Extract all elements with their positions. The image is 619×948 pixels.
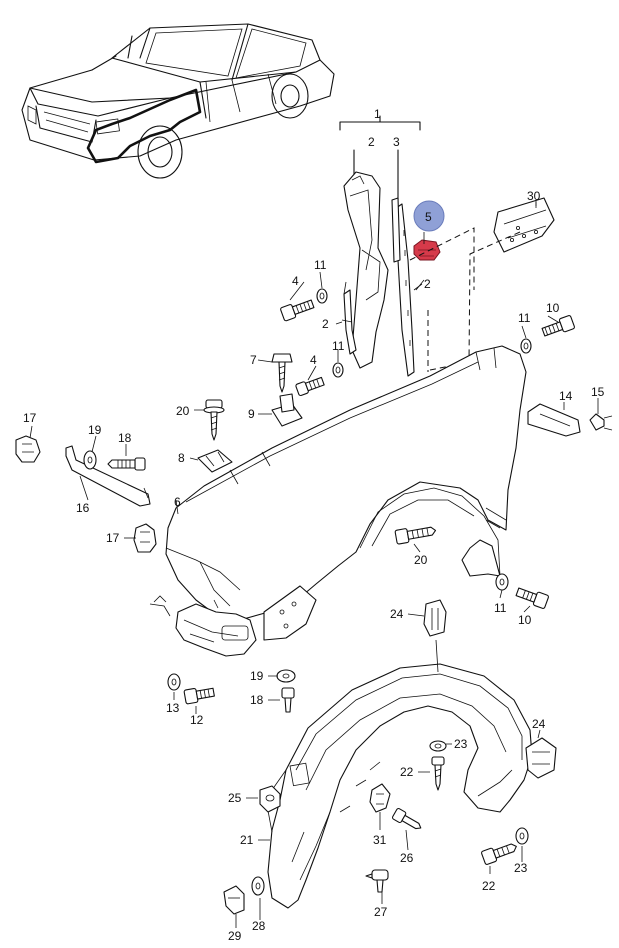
callout-23: 23 <box>514 861 528 875</box>
callout-18: 18 <box>118 431 132 445</box>
callout-12: 12 <box>190 713 204 727</box>
callout-5: 5 <box>425 210 432 224</box>
callout-31: 31 <box>373 833 387 847</box>
callout-18: 18 <box>250 693 264 707</box>
callout-1: 1 <box>374 107 381 121</box>
callout-20: 20 <box>414 553 428 567</box>
callout-24: 24 <box>532 717 546 731</box>
callout-30: 30 <box>527 189 541 203</box>
callout-23: 23 <box>454 737 468 751</box>
callout-6: 6 <box>174 495 181 509</box>
car-overview-illustration <box>21 23 335 179</box>
callout-17: 17 <box>23 411 37 425</box>
callout-20: 20 <box>176 404 190 418</box>
callout-22: 22 <box>400 765 414 779</box>
fasteners <box>83 288 613 915</box>
wheel-housing-liner-21 <box>265 663 533 909</box>
callout-labels: 1 2 3 5 30 11 4 2 2 10 11 11 7 4 20 9 14… <box>23 107 605 943</box>
bracket-assembly <box>335 115 423 377</box>
callout-17: 17 <box>106 531 120 545</box>
callout-11: 11 <box>314 258 327 272</box>
callout-25: 25 <box>228 791 242 805</box>
callout-2: 2 <box>368 135 375 149</box>
fender-part-6 <box>165 227 527 621</box>
callout-28: 28 <box>252 919 266 933</box>
callout-24: 24 <box>390 607 404 621</box>
callout-8: 8 <box>178 451 185 465</box>
callout-11: 11 <box>518 311 531 325</box>
callout-10: 10 <box>546 301 560 315</box>
callout-4: 4 <box>310 353 317 367</box>
part-5-clip <box>413 239 441 261</box>
callout-29: 29 <box>228 929 242 943</box>
callout-16: 16 <box>76 501 90 515</box>
callout-2: 2 <box>322 317 329 331</box>
callout-21: 21 <box>240 833 254 847</box>
callout-10: 10 <box>518 613 532 627</box>
callout-22: 22 <box>482 879 496 893</box>
callout-27: 27 <box>374 905 388 919</box>
callout-11: 11 <box>494 601 507 615</box>
callout-7: 7 <box>250 353 257 367</box>
callout-5-highlight <box>413 200 445 232</box>
callout-9: 9 <box>248 407 255 421</box>
front-lower-bracket <box>149 585 317 657</box>
part-30-bracket <box>493 197 555 253</box>
callout-15: 15 <box>591 385 605 399</box>
callout-3: 3 <box>393 135 400 149</box>
callout-13: 13 <box>166 701 180 715</box>
callout-4: 4 <box>292 274 299 288</box>
callout-19: 19 <box>88 423 102 437</box>
leader-lines <box>29 202 599 928</box>
callout-19: 19 <box>250 669 264 683</box>
callout-26: 26 <box>400 851 414 865</box>
callout-14: 14 <box>559 389 573 403</box>
left-bracket-16 <box>15 435 157 553</box>
callout-2: 2 <box>424 277 431 291</box>
callout-11: 11 <box>332 339 345 353</box>
